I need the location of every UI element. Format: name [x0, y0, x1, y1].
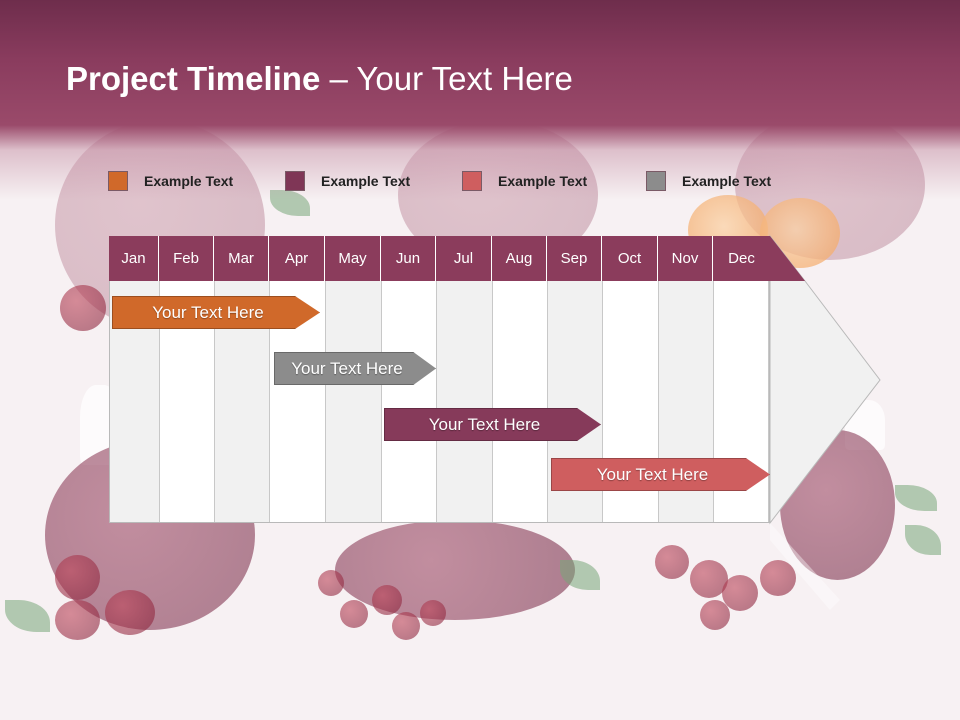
task-label: Your Text Here — [152, 302, 264, 322]
task-bar[interactable]: Your Text Here — [384, 408, 601, 441]
legend-swatch — [108, 171, 128, 191]
legend-swatch — [462, 171, 482, 191]
month-header-row: Jan Feb Mar Apr May Jun Jul Aug Sep Oct … — [109, 236, 770, 281]
month-label: Feb — [159, 236, 214, 281]
month-label: Dec — [728, 250, 755, 267]
legend-item: Example Text — [646, 170, 771, 192]
month-label: Jul — [436, 236, 492, 281]
task-bar[interactable]: Your Text Here — [274, 352, 436, 385]
task-bar[interactable]: Your Text Here — [551, 458, 770, 491]
task-label: Your Text Here — [291, 358, 403, 378]
legend-item: Example Text — [285, 170, 410, 192]
month-column — [215, 237, 270, 522]
month-label: Apr — [269, 236, 325, 281]
month-column — [714, 237, 769, 522]
month-label: Jun — [381, 236, 436, 281]
legend-label: Example Text — [498, 173, 588, 189]
title-bold: Project Timeline — [66, 60, 321, 97]
month-label: Nov — [658, 236, 713, 281]
month-column — [603, 237, 659, 522]
legend-label: Example Text — [682, 173, 772, 189]
legend-swatch — [646, 171, 666, 191]
month-column — [493, 237, 548, 522]
task-bar[interactable]: Your Text Here — [112, 296, 320, 329]
month-label: May — [325, 236, 381, 281]
month-label: Sep — [547, 236, 602, 281]
title-rest: – Your Text Here — [320, 60, 573, 97]
month-label: Jan — [109, 236, 159, 281]
month-column — [110, 237, 160, 522]
legend-item: Example Text — [108, 170, 233, 192]
task-label: Your Text Here — [428, 414, 541, 434]
month-column — [382, 237, 437, 522]
legend-item: Example Text — [462, 170, 587, 192]
legend-label: Example Text — [321, 173, 411, 189]
month-label: Oct — [602, 236, 658, 281]
month-label: Aug — [492, 236, 547, 281]
month-column — [160, 237, 215, 522]
slide-title: Project Timeline – Your Text Here — [66, 60, 573, 104]
legend-label: Example Text — [144, 173, 234, 189]
legend-swatch — [285, 171, 305, 191]
task-label: Your Text Here — [596, 464, 709, 484]
month-label: Mar — [214, 236, 269, 281]
month-column — [437, 237, 493, 522]
